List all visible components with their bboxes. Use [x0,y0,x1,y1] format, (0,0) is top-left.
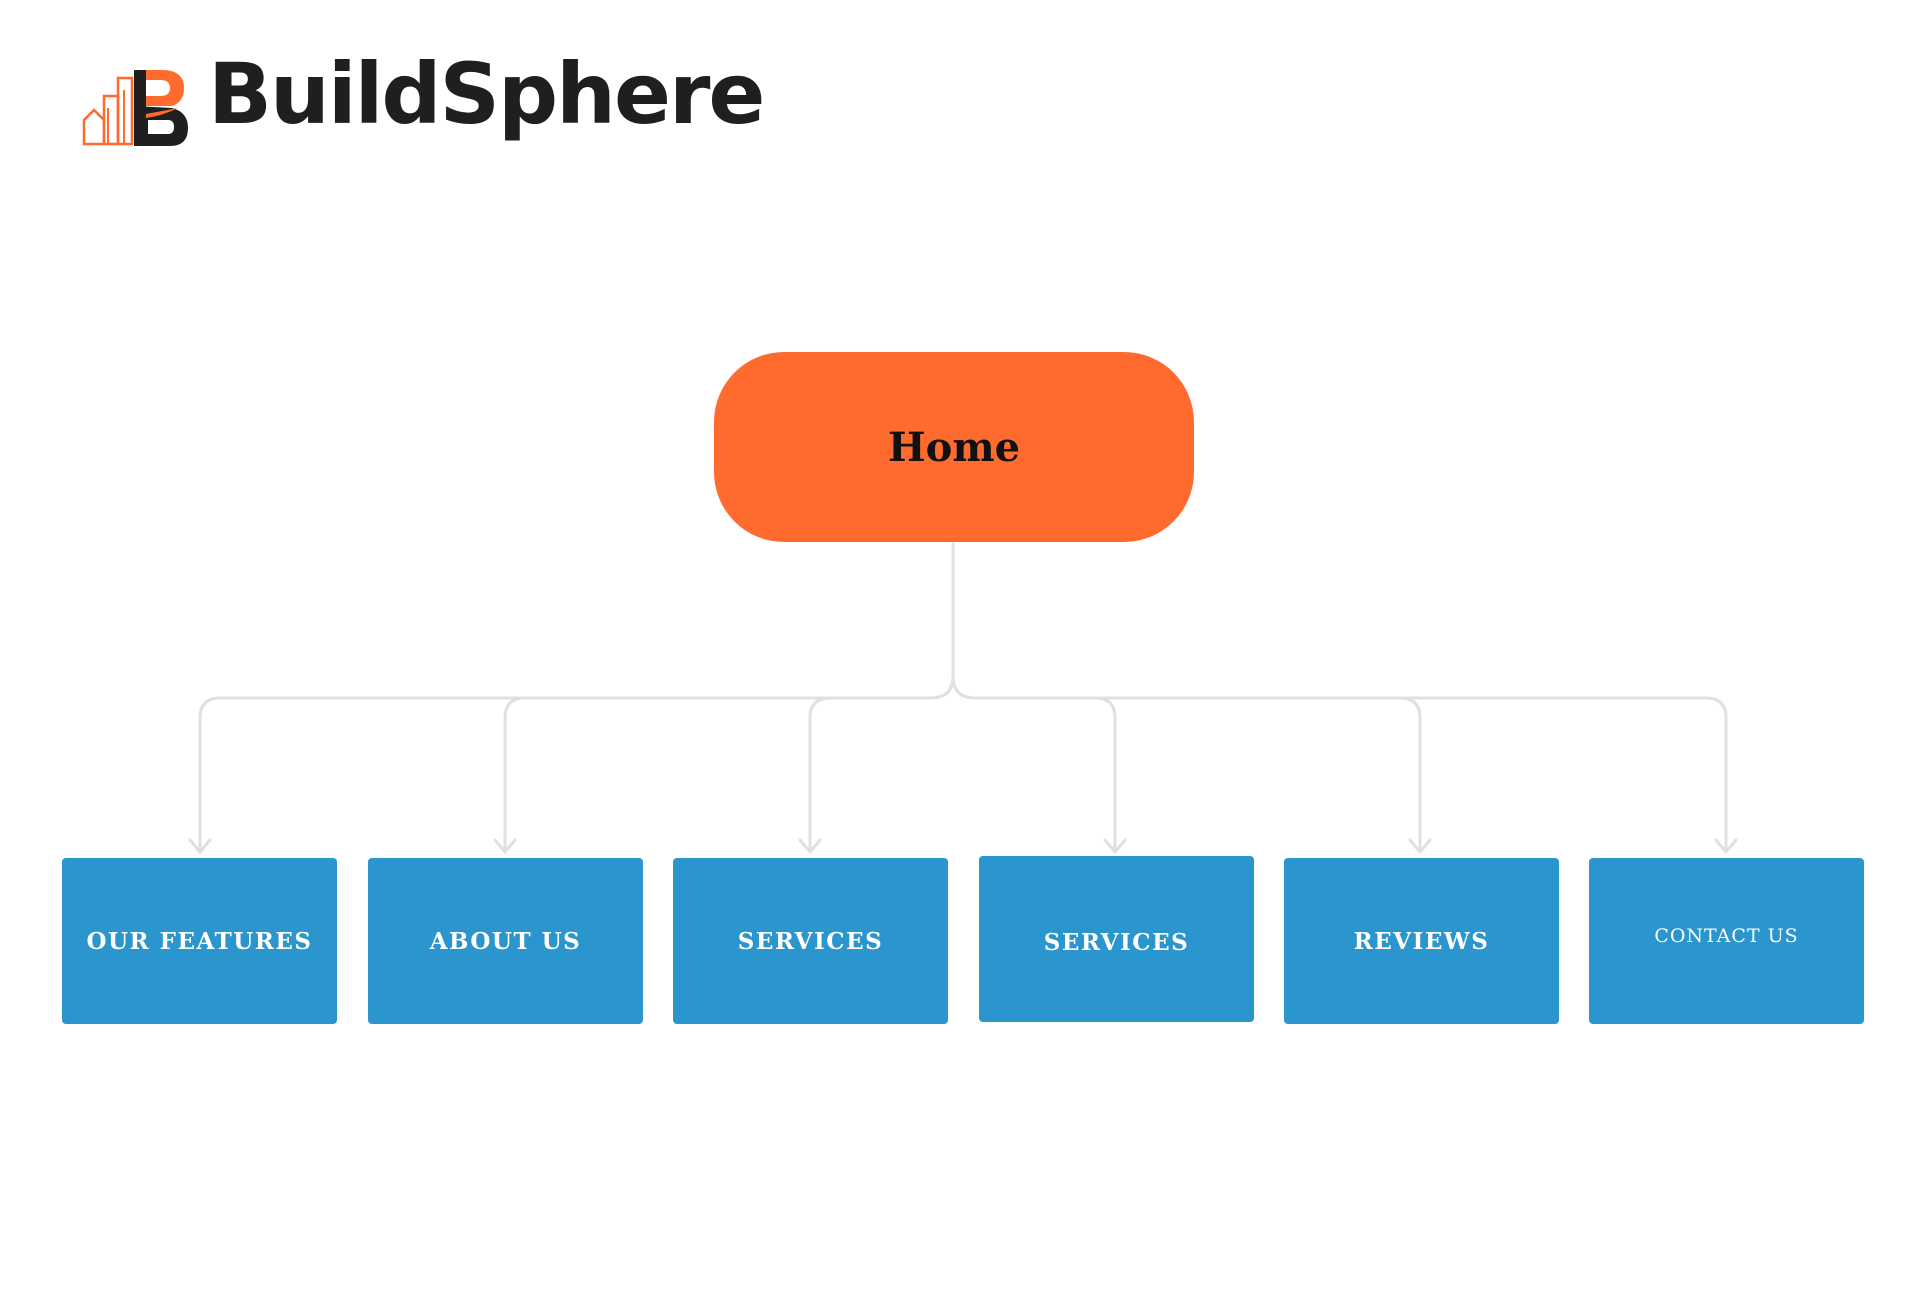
brand-name: BuildSphere [208,45,765,143]
child-node-contact-us[interactable]: CONTACT US [1589,858,1864,1024]
arrowhead-1 [188,838,212,854]
root-node-home[interactable]: Home [714,352,1194,542]
child-node-label: SERVICES [737,927,884,955]
connector-right-trunk [951,674,1728,852]
child-node-label: OUR FEATURES [86,927,313,955]
child-node-services-2[interactable]: SERVICES [979,856,1254,1022]
arrowhead-6 [1714,838,1738,854]
connector-branch-4 [1093,696,1117,852]
connector-branch-2 [503,696,527,852]
brand-logo: BuildSphere [82,52,765,164]
connector-branch-5 [1398,696,1422,852]
child-node-reviews[interactable]: REVIEWS [1284,858,1559,1024]
child-node-label: CONTACT US [1654,925,1799,947]
child-node-about-us[interactable]: ABOUT US [368,858,643,1024]
connector-trunk [198,542,955,852]
arrowhead-3 [798,838,822,854]
child-node-label: SERVICES [1043,928,1190,956]
child-node-label: REVIEWS [1353,927,1490,955]
root-node-label: Home [887,423,1021,471]
child-node-services[interactable]: SERVICES [673,858,948,1024]
building-b-logo-icon [82,70,188,146]
arrowhead-2 [493,838,517,854]
arrowhead-5 [1408,838,1432,854]
child-node-label: ABOUT US [429,927,582,955]
child-node-our-features[interactable]: OUR FEATURES [62,858,337,1024]
arrowhead-4 [1103,838,1127,854]
connector-branch-3 [808,696,832,852]
